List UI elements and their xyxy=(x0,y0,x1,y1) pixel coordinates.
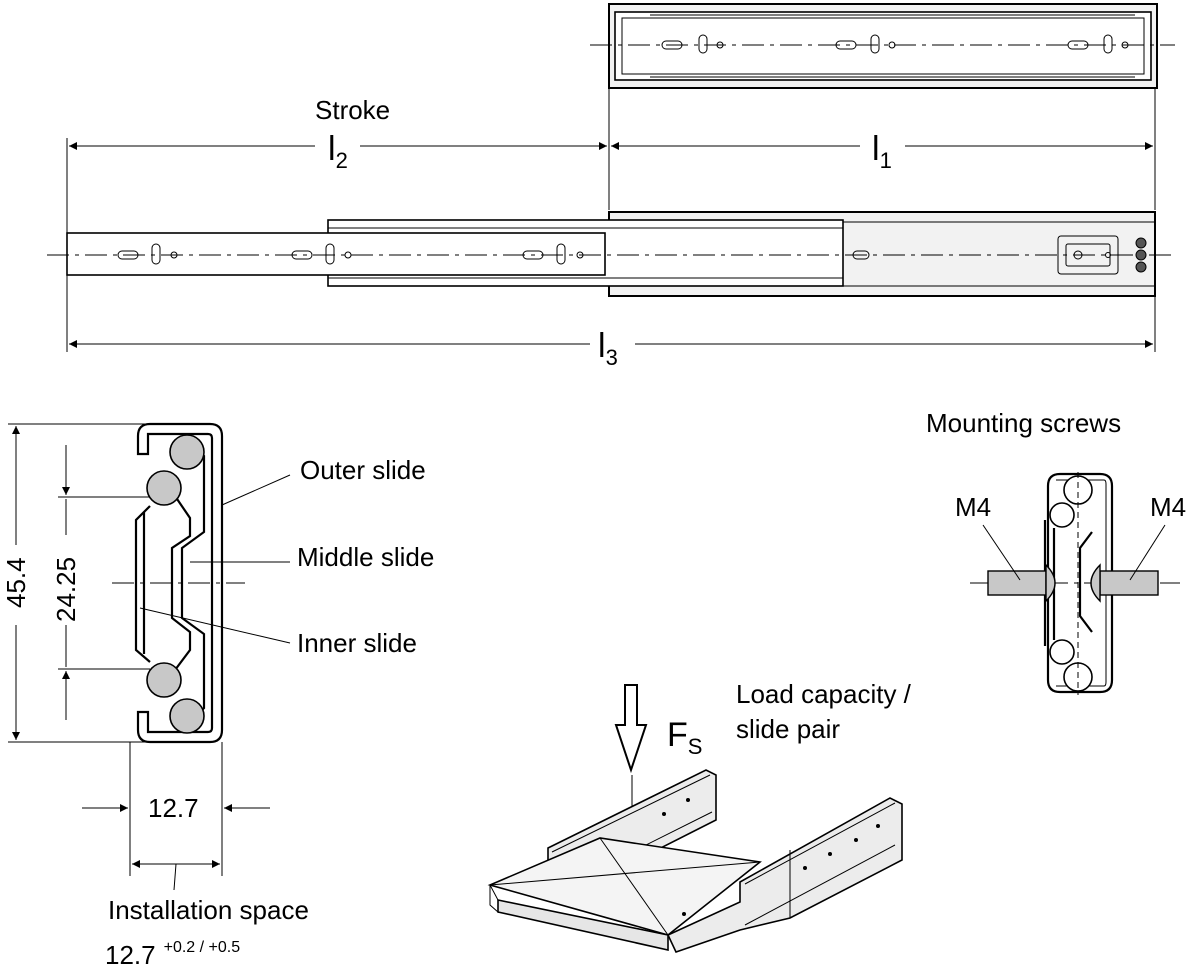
ball-spacing-dimension: 24.25 xyxy=(51,557,81,622)
mounting-screws-title: Mounting screws xyxy=(926,408,1121,438)
outer-slide-label: Outer slide xyxy=(300,455,426,485)
middle-slide-label: Middle slide xyxy=(297,542,434,572)
dimension-height xyxy=(8,423,150,743)
mounting-screws-view xyxy=(970,472,1180,695)
m4-left-label: M4 xyxy=(955,492,991,522)
dimension-l2-l1 xyxy=(66,88,1156,248)
load-capacity-label-line1: Load capacity / xyxy=(736,679,912,709)
extended-slide-view xyxy=(47,211,1175,297)
stroke-label: Stroke xyxy=(315,95,390,125)
l2-label: l2 xyxy=(328,130,348,173)
l1-label: l1 xyxy=(872,130,892,173)
height-dimension: 45.4 xyxy=(1,557,31,608)
closed-slide-view xyxy=(590,3,1175,89)
width-dimension: 12.7 xyxy=(148,793,199,823)
inner-slide-label: Inner slide xyxy=(297,628,417,658)
dimension-l3 xyxy=(66,275,1156,352)
fs-label: FS xyxy=(667,716,702,759)
l3-label: l3 xyxy=(598,327,618,370)
installation-space-value: 12.7+0.2 / +0.5 xyxy=(105,939,240,970)
dimension-width xyxy=(82,742,270,891)
m4-right-label: M4 xyxy=(1150,492,1186,522)
drawer-slide-pair-illustration xyxy=(487,769,903,953)
load-capacity-label-line2: slide pair xyxy=(736,714,840,744)
installation-space-label: Installation space xyxy=(108,895,309,925)
cross-section-view xyxy=(112,422,291,744)
